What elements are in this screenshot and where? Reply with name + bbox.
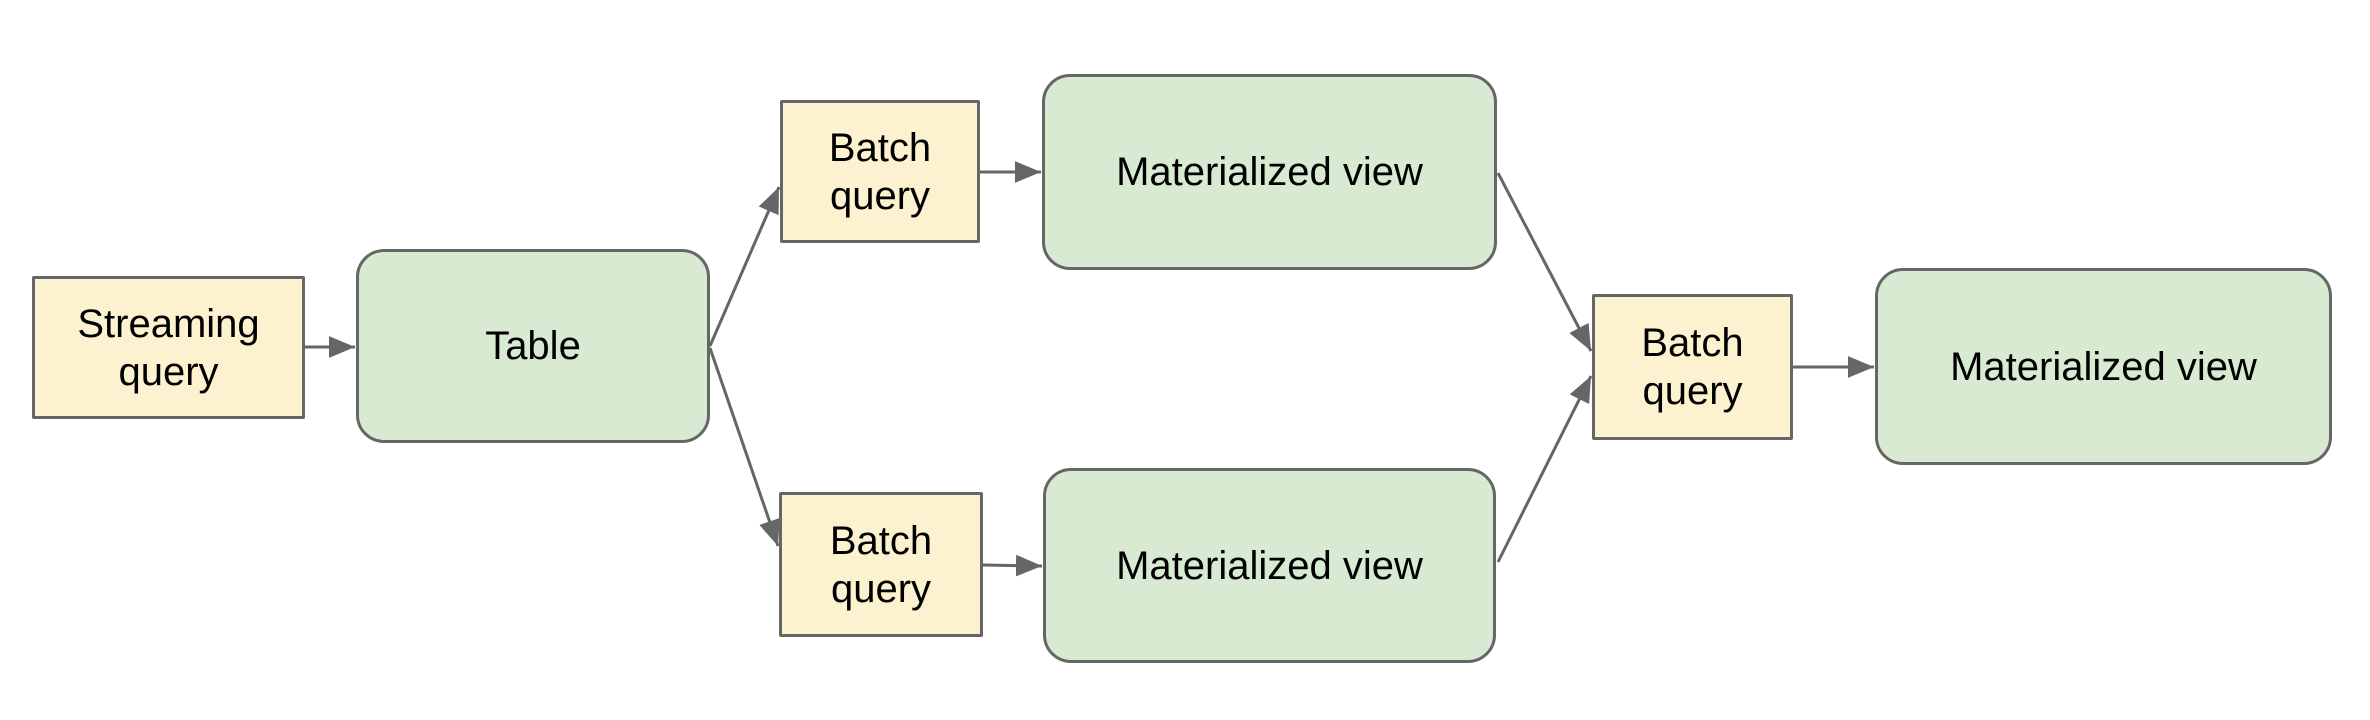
node-label: Batch query: [828, 125, 932, 218]
node-label: Batch query: [1641, 321, 1744, 413]
node-label: Table: [485, 324, 581, 368]
node-label: Streaming query: [77, 301, 260, 394]
node-label: Batch query: [829, 518, 933, 611]
node-materialized-view-bottom: Materialized view: [1043, 468, 1496, 663]
node-batch-query-top: Batch query: [780, 100, 980, 243]
node-batch-query-right: Batch query: [1592, 294, 1793, 440]
node-label: Materialized view: [1116, 150, 1423, 194]
node-label: Materialized view: [1116, 543, 1423, 588]
edge-materialized-view-bottom-to-batch-query-right: [1496, 375, 1593, 563]
node-label: Materialized view: [1950, 344, 2257, 389]
edge-materialized-view-top-to-batch-query-right: [1496, 172, 1593, 352]
edge-table-to-batch-query-top: [708, 186, 781, 347]
node-materialized-view-right: Materialized view: [1875, 268, 2332, 465]
edge-batch-query-bottom-to-materialized-view-bottom: [982, 554, 1043, 577]
node-batch-query-bottom: Batch query: [779, 492, 983, 637]
node-materialized-view-top: Materialized view: [1042, 74, 1497, 270]
edge-table-to-batch-query-bottom: [708, 347, 780, 547]
node-table: Table: [356, 249, 710, 443]
node-streaming-query: Streaming query: [32, 276, 305, 419]
